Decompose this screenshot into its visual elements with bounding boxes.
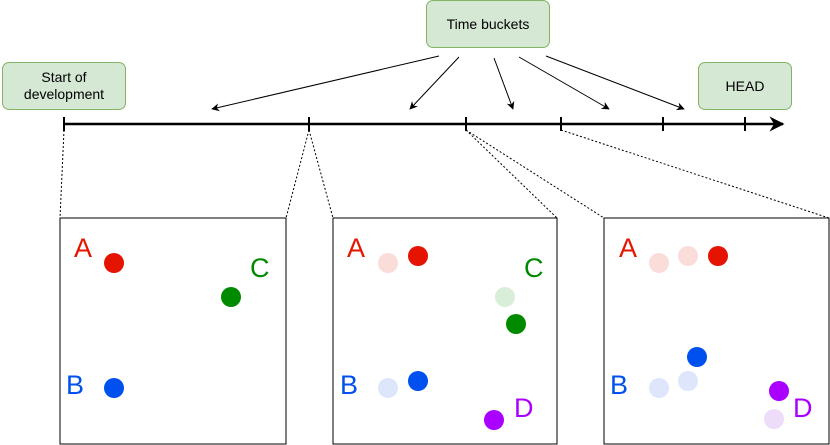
panel-3-dot-a [708,246,728,266]
panel-2-dot-a [408,246,428,266]
timeline [63,116,785,132]
panel-3-dot-b [687,347,707,367]
zoom-line-3b [560,129,830,219]
panel-1-label-c: C [250,253,270,283]
panel-3-dot-d [769,381,789,401]
panel-3: A B D [603,217,830,445]
panel-1-label-a: A [74,233,92,263]
panel-1-label-b: B [66,370,84,400]
bucket-arrow-4 [518,56,610,110]
zoom-line-1b [285,129,310,219]
panel-3-dot-a-faded-1 [649,253,669,273]
panel-2-dot-a-faded [378,253,398,273]
bucket-arrow-5 [545,55,685,111]
panel-3-dot-a-faded-2 [678,246,698,266]
zoom-line-2b [465,129,558,219]
panel-3-dot-d-faded [764,409,784,429]
panel-2-label-c: C [524,253,544,283]
zoom-line-1a [59,129,65,219]
bucket-arrow-2 [409,56,460,110]
bucket-arrow-3 [493,57,515,110]
start-label-line-1: Start of [41,69,87,85]
time-buckets-label: Time buckets [446,15,530,32]
bucket-arrows [211,55,685,112]
panel-2-dot-b [408,371,428,391]
panel-3-label-d: D [793,393,813,423]
zoom-line-2a [308,129,334,219]
panel-3-label-a: A [619,233,637,263]
panel-3-dot-b-faded-1 [649,378,669,398]
panel-3-label-b: B [610,370,628,400]
panel-1-dot-b [104,378,124,398]
panel-2-dot-b-faded [378,378,398,398]
start-of-development-box: Start of development [2,62,126,110]
panel-2-dot-d [484,410,504,430]
panel-3-dot-b-faded-2 [678,371,698,391]
zoom-line-3a [465,129,605,219]
panel-2-dot-c-faded [495,287,515,307]
panel-2-label-a: A [347,233,365,263]
panel-1-frame [59,217,287,445]
panel-2-label-b: B [340,370,358,400]
head-label: HEAD [725,77,765,94]
panel-2-label-d: D [514,393,534,423]
zoom-lines [59,129,830,219]
start-label-line-2: development [23,86,105,102]
panel-2-dot-c [506,314,526,334]
panel-1-dot-c [221,287,241,307]
panel-1: A C B [59,217,287,445]
bucket-arrow-1 [211,55,440,112]
panel-2: A C B D [332,217,558,445]
head-box: HEAD [698,62,792,110]
panel-1-dot-a [104,253,124,273]
time-buckets-box: Time buckets [426,0,550,48]
